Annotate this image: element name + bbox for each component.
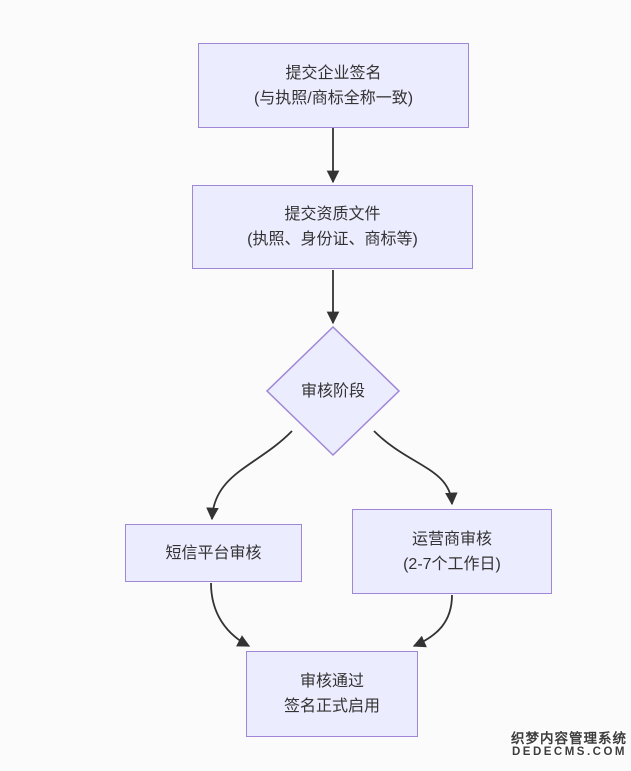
watermark-line1: 织梦内容管理系统	[511, 731, 627, 746]
watermark: 织梦内容管理系统 DEDECMS.COM	[511, 731, 627, 759]
node-submit-signature-line2: (与执照/商标全称一致)	[253, 89, 414, 107]
node-submit-documents-line2: (执照、身份证、商标等)	[247, 231, 418, 248]
edge-review-to-platform	[206, 430, 293, 521]
node-operator-review: 运营商审核 (2-7个工作日)	[352, 509, 552, 594]
edge-review-to-operator	[373, 430, 458, 506]
watermark-line2: DEDECMS.COM	[511, 746, 627, 758]
node-review-stage-label: 审核阶段	[300, 383, 365, 400]
node-approved-line2: 签名正式启用	[283, 698, 380, 715]
node-platform-review: 短信平台审核	[125, 524, 302, 582]
node-approved: 审核通过 签名正式启用	[246, 651, 418, 737]
node-submit-documents: 提交资质文件 (执照、身份证、商标等)	[192, 185, 473, 269]
node-submit-signature-line1: 提交企业签名	[285, 64, 382, 82]
node-operator-review-line1: 运营商审核	[411, 530, 492, 548]
edge-operator-to-approved	[412, 594, 453, 648]
node-submit-documents-line1: 提交资质文件	[284, 206, 381, 223]
node-platform-review-line1: 短信平台审核	[165, 544, 262, 562]
edge-platform-to-approved	[210, 582, 251, 647]
node-submit-signature: 提交企业签名 (与执照/商标全称一致)	[198, 43, 469, 128]
node-approved-line1: 审核通过	[299, 673, 364, 690]
node-operator-review-line2: (2-7个工作日)	[403, 555, 501, 573]
review-stage-diamond-shape	[265, 325, 401, 457]
